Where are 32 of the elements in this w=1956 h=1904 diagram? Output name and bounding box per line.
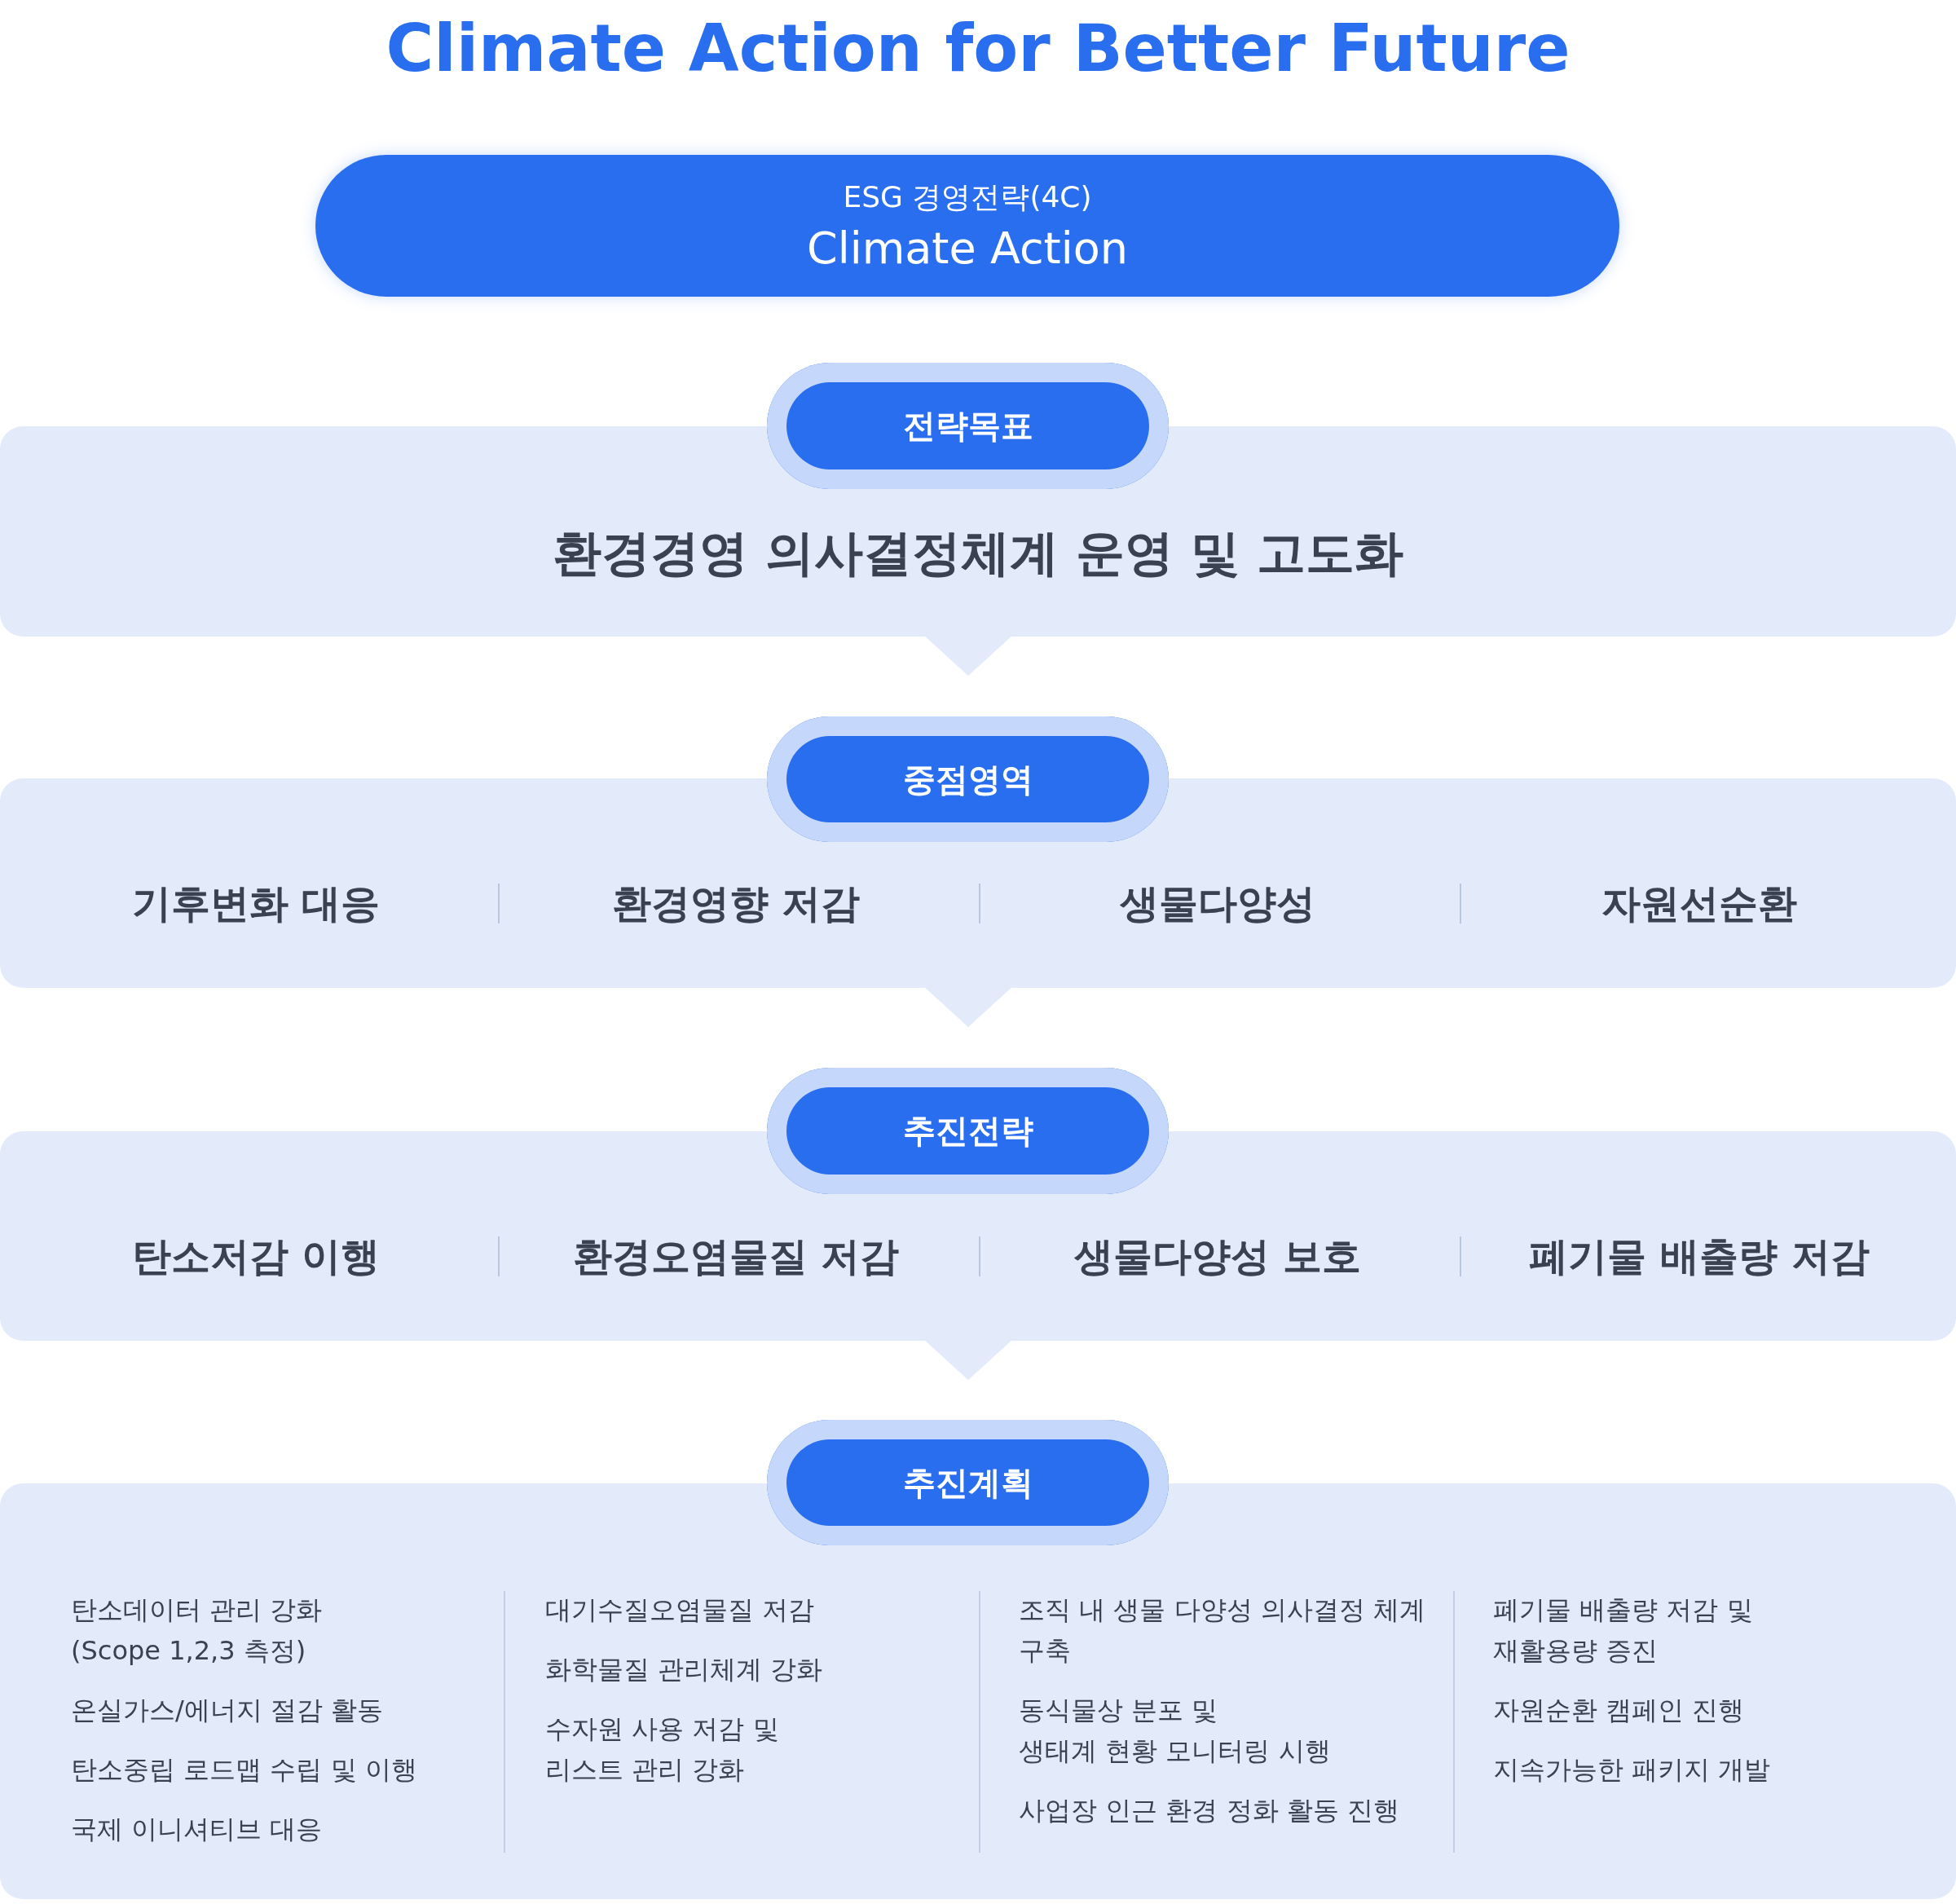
category-label: 자원선순환 [1601, 879, 1798, 928]
action-item: 조직 내 생물 다양성 의사결정 체계 구축 [1019, 1593, 1426, 1668]
section-header: 전략목표 [767, 363, 1169, 489]
category-label: 환경오염물질 저감 [571, 1232, 901, 1280]
arrow [923, 986, 1013, 1028]
banner-subtitle: ESG 경영전략(4C) [842, 179, 1093, 215]
action-item: 탄소데이터 관리 강화 (Scope 1,2,3 측정) [71, 1593, 324, 1668]
action-item: 사업장 인근 환경 정화 활동 진행 [1019, 1794, 1400, 1827]
title: Climate Action for Better Future [385, 10, 1571, 88]
action-item: 온실가스/에너지 절감 활동 [71, 1694, 385, 1727]
action-item: 화학물질 관리체계 강화 [545, 1653, 824, 1686]
action-item: 지속가능한 패키지 개발 [1493, 1753, 1772, 1787]
category-label: 생물다양성 [1119, 879, 1316, 928]
category-label: 폐기물 배출량 저감 [1528, 1232, 1870, 1280]
goal-text: 환경경영 의사결정체계 운영 및 고도화 [552, 523, 1404, 583]
section-header: 중점영역 [767, 716, 1169, 842]
action-item: 폐기물 배출량 저감 및 재활용량 증진 [1493, 1593, 1754, 1668]
arrow [923, 1339, 1013, 1381]
action-item: 대기수질오염물질 저감 [545, 1593, 816, 1627]
action-item: 동식물상 분포 및 생태계 현황 모니터링 시행 [1019, 1694, 1332, 1768]
category-label: 기후변화 대응 [130, 879, 381, 928]
action-item: 자원순환 캠페인 진행 [1493, 1694, 1746, 1727]
category-label: 환경영향 저감 [610, 879, 861, 928]
category-label: 생물다양성 보호 [1073, 1232, 1363, 1280]
action-item: 탄소중립 로드맵 수립 및 이행 [71, 1753, 418, 1787]
section-header: 추진전략 [767, 1068, 1169, 1194]
banner-title: Climate Action [805, 222, 1130, 275]
arrow [923, 635, 1013, 677]
action-item: 수자원 사용 저감 및 리스트 관리 강화 [545, 1712, 780, 1787]
section-header: 추진계획 [767, 1420, 1169, 1545]
category-label: 탄소저감 이행 [130, 1232, 381, 1280]
action-item: 국제 이니셔티브 대응 [71, 1813, 324, 1846]
